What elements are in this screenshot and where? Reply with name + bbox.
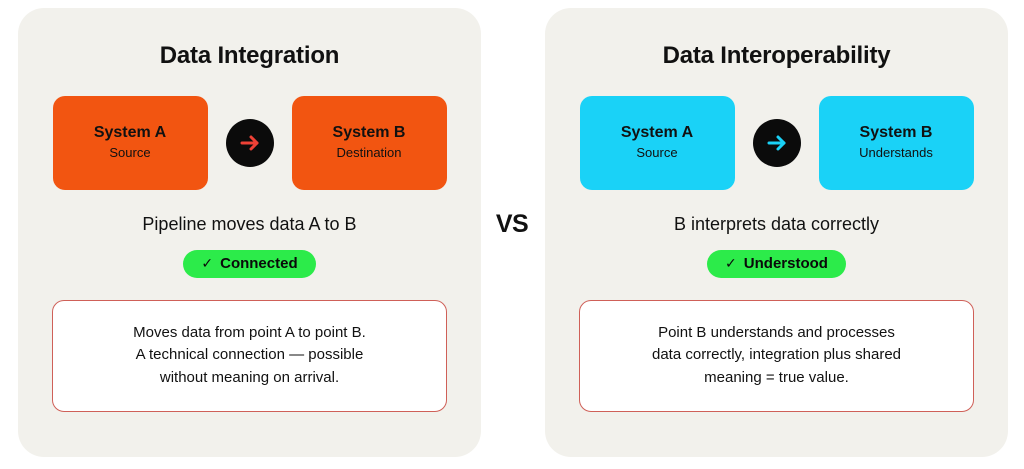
status-badge-label: Connected [220,255,298,273]
panel-caption: Pipeline moves data A to B [142,214,357,234]
system-b-role: Destination [336,144,402,160]
flow-arrow-badge [752,119,801,167]
description-card: Moves data from point A to point B. A te… [52,299,447,412]
system-a-name: System A [93,124,167,142]
check-icon: ✓ [201,254,214,271]
panel-data-integration: Data Integration System A Source Sys [18,8,481,457]
panel-title: Data Interoperability [662,42,891,69]
system-b-name: System B [332,124,406,142]
system-a-name: System A [620,124,694,142]
system-a-box: System A Source [579,96,735,190]
description-card: Point B understands and processes data c… [579,299,974,412]
check-icon: ✓ [725,254,737,271]
status-badge: ✓ Connected [183,249,316,278]
arrow-right-icon [764,130,790,156]
status-badge-label: Understood [743,255,828,273]
flow-arrow-badge [225,119,274,167]
status-badge: ✓ Understood [707,249,846,278]
panel-data-interoperability: Data Interoperability System A Source [545,8,1008,457]
panel-caption: B interprets data correctly [673,214,880,234]
system-a-role: Source [636,144,678,160]
system-b-box: System B Destination [291,96,447,190]
system-b-box: System B Understands [818,96,974,190]
arrow-right-icon [237,130,263,156]
description-text: Point B understands and processes data c… [651,323,902,386]
system-a-role: Source [109,144,151,160]
system-a-box: System A Source [52,96,208,190]
system-b-role: Understands [859,144,933,160]
system-flow-row: System A Source System B Understands [579,96,974,190]
system-flow-row: System A Source System B Destination [52,96,447,190]
panel-title: Data Integration [159,42,340,69]
description-text: Moves data from point A to point B. A te… [133,323,366,386]
versus-label: VS [495,210,529,238]
system-b-name: System B [859,124,933,142]
